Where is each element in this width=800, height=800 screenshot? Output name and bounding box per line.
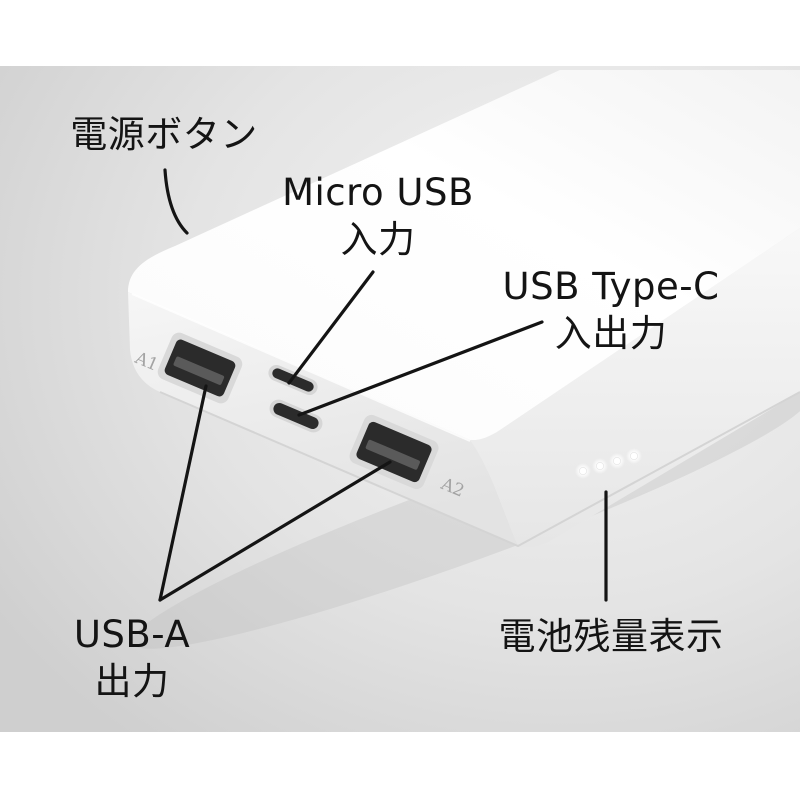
leader-line-usb-type-c: [297, 320, 544, 417]
device-side-face: [470, 228, 800, 548]
usb-type-c-port: [269, 399, 323, 433]
battery-led: [613, 457, 621, 465]
callout-power-button: 電源ボタン: [58, 116, 270, 153]
battery-led: [596, 462, 604, 470]
leader-line-power-button: [163, 168, 189, 235]
callout-usb-a-function: 出力: [94, 660, 170, 703]
battery-led: [630, 452, 638, 460]
leader-line-usb-a-port-2: [158, 460, 392, 602]
callout-micro-usb-function: 入力: [340, 218, 416, 261]
device-bottom-edge: [159, 391, 800, 548]
callout-usb-type-c-name: USB Type-C: [502, 265, 720, 308]
callout-usb-type-c: USB Type-C 入出力: [480, 268, 742, 352]
callout-battery-indicator-text: 電池残量表示: [498, 615, 724, 658]
callout-battery-indicator: 電池残量表示: [482, 618, 740, 655]
battery-led: [579, 467, 587, 475]
callout-micro-usb-name: Micro USB: [282, 171, 474, 214]
usb-a-port-1: [157, 332, 243, 404]
callout-usb-a: USB-A 出力: [42, 616, 222, 700]
battery-indicator-leds: [575, 448, 642, 479]
callout-usb-type-c-function: 入出力: [554, 312, 668, 355]
usb-a-port-2: [349, 414, 439, 490]
callout-usb-a-name: USB-A: [73, 613, 191, 656]
device-top-face: [128, 70, 800, 441]
leader-line-usb-a-port-1: [158, 384, 208, 602]
leader-line-micro-usb: [287, 270, 375, 385]
callout-power-button-text: 電源ボタン: [70, 113, 258, 156]
callout-micro-usb: Micro USB 入力: [258, 174, 498, 258]
